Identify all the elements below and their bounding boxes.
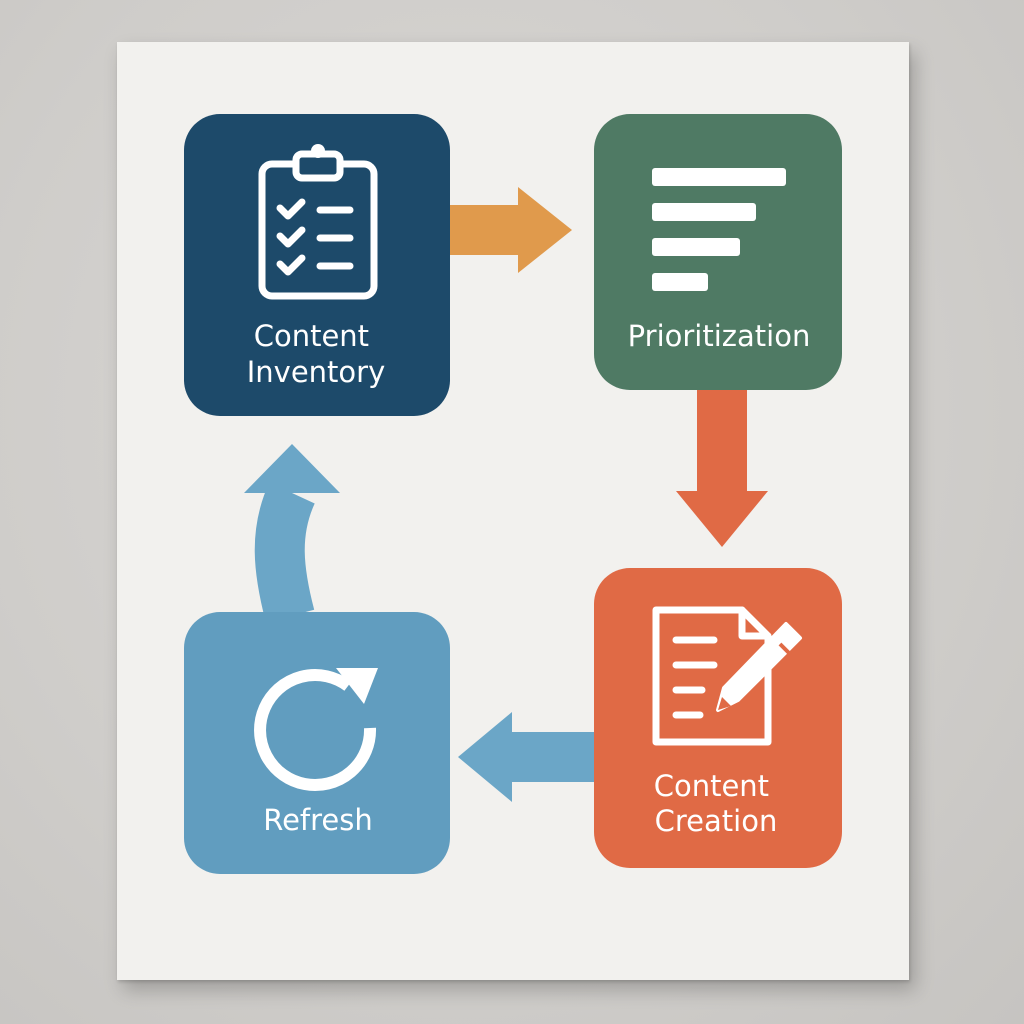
refresh-cycle-icon bbox=[254, 668, 378, 791]
arrow-inventory-to-prioritization bbox=[440, 187, 572, 273]
content-creation-label: Content Creation bbox=[654, 769, 779, 838]
arrow-creation-to-refresh bbox=[458, 712, 602, 802]
step-content-creation: Content Creation bbox=[594, 568, 842, 868]
arrow-prioritization-to-creation bbox=[676, 390, 768, 547]
pencil-icon bbox=[716, 622, 802, 712]
clipboard-checklist-icon bbox=[258, 144, 378, 300]
content-inventory-label: Content Inventory bbox=[247, 319, 386, 389]
step-prioritization: Prioritization bbox=[594, 114, 842, 390]
prioritization-label: Prioritization bbox=[628, 319, 811, 353]
arrow-refresh-to-inventory bbox=[244, 444, 340, 623]
document-pencil-icon bbox=[652, 606, 772, 746]
step-refresh: Refresh bbox=[184, 612, 450, 874]
step-content-inventory: Content Inventory bbox=[184, 114, 450, 416]
refresh-label: Refresh bbox=[263, 803, 373, 837]
priority-bars-icon bbox=[652, 168, 786, 291]
